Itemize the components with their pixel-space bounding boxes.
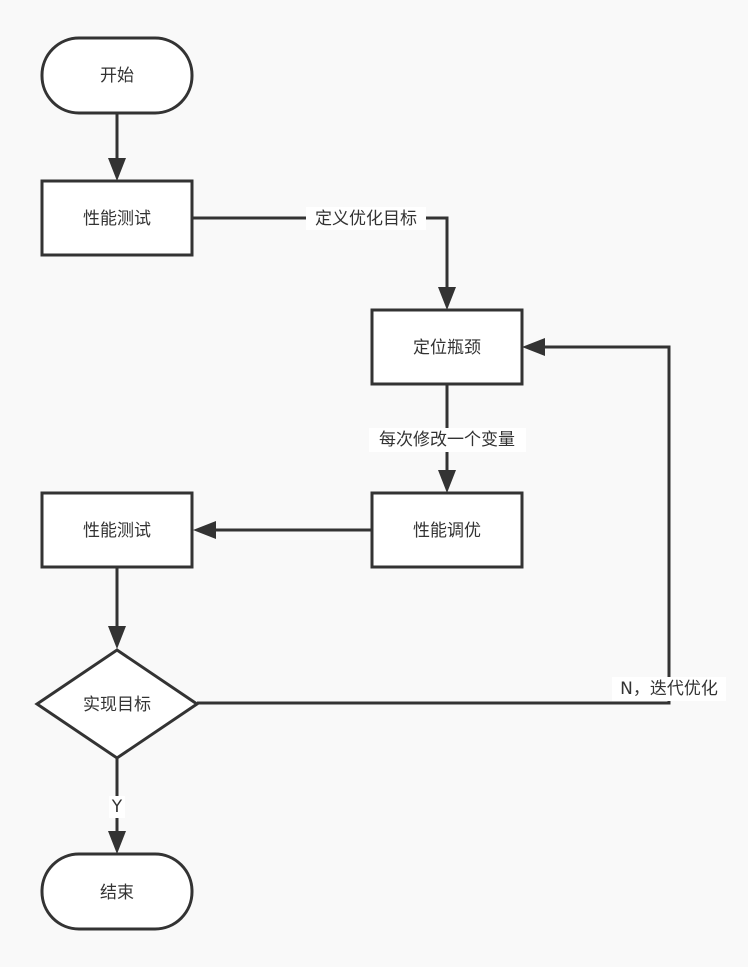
node-performance-test-1[interactable]: 性能测试 xyxy=(40,179,194,257)
node-end[interactable]: 结束 xyxy=(40,852,194,931)
node-label: 性能测试 xyxy=(83,521,151,541)
node-performance-tuning[interactable]: 性能调优 xyxy=(370,491,524,569)
edge-label-yes: Y xyxy=(111,797,123,817)
edge-label-bg xyxy=(109,796,125,818)
arrowhead-icon xyxy=(193,521,216,539)
edge-locate-to-tune: 每次修改一个变量 xyxy=(369,384,526,493)
edge-label-bg xyxy=(612,677,726,701)
arrowhead-icon xyxy=(438,470,456,493)
node-start[interactable]: 开始 xyxy=(40,36,194,115)
arrowhead-icon xyxy=(522,338,545,356)
edge-label-no-iterate: N，迭代优化 xyxy=(620,679,718,699)
arrowhead-icon xyxy=(438,287,456,310)
edge-goal-to-end: Y xyxy=(108,758,126,854)
node-locate-bottleneck[interactable]: 定位瓶颈 xyxy=(370,308,524,386)
edge-label-define-goal: 定义优化目标 xyxy=(315,209,417,229)
arrowhead-icon xyxy=(108,831,126,854)
node-label: 性能测试 xyxy=(83,209,151,229)
node-label: 开始 xyxy=(100,66,134,86)
edge-label-bg xyxy=(369,428,526,452)
edge-label-one-variable: 每次修改一个变量 xyxy=(379,430,515,450)
node-label: 结束 xyxy=(100,883,134,903)
node-goal-achieved-decision[interactable]: 实现目标 xyxy=(34,648,200,760)
edge-tune-to-test2 xyxy=(193,521,372,539)
edge-test1-to-locate: 定义优化目标 xyxy=(193,207,456,310)
edge-goal-to-locate: N，迭代优化 xyxy=(197,338,726,705)
node-label: 性能调优 xyxy=(413,521,481,541)
node-performance-test-2[interactable]: 性能测试 xyxy=(40,491,194,569)
edge-start-to-test1 xyxy=(108,113,126,181)
edge-label-bg xyxy=(306,207,426,230)
edge-test2-to-goal xyxy=(108,567,126,649)
arrowhead-icon xyxy=(108,158,126,181)
node-label: 定位瓶颈 xyxy=(413,338,481,358)
arrowhead-icon xyxy=(108,626,126,649)
node-label: 实现目标 xyxy=(83,695,151,715)
